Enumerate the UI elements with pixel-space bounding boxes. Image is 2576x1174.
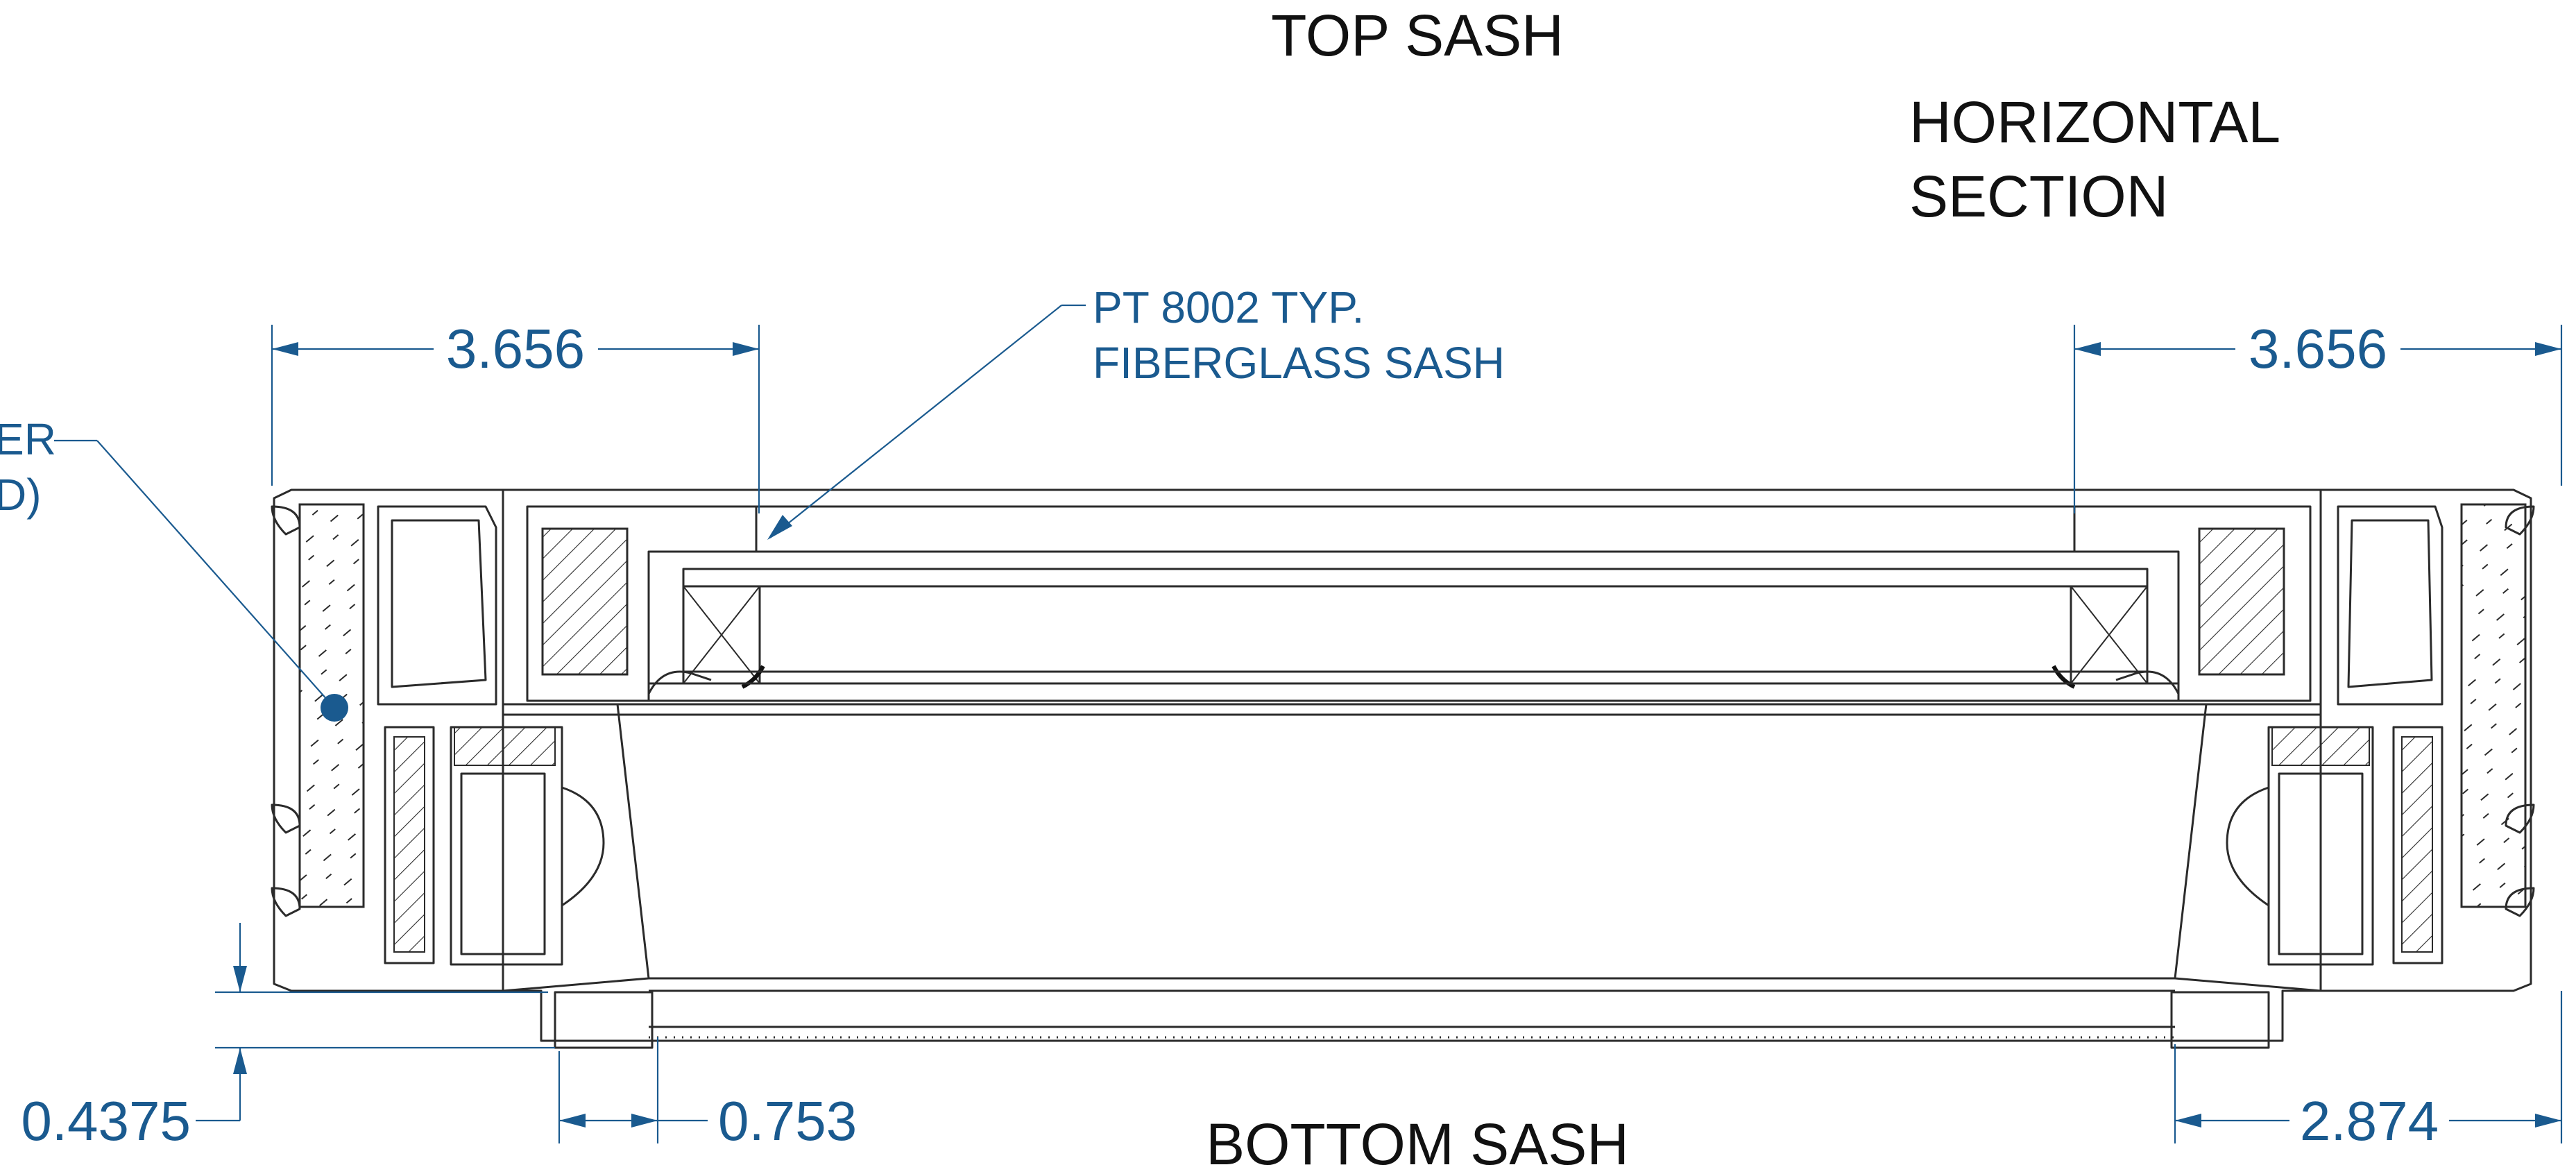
left-hatched-cap [454,726,556,766]
right-hatched-filler [2460,503,2527,908]
arrow-head [733,342,759,356]
bottom-sash-title: BOTTOM SASH [1206,1112,1629,1174]
arrow-head [2535,1114,2561,1128]
dim-bottom-right-width: 2.874 [2300,1090,2439,1152]
callout-left-line-2: D) [0,470,42,520]
arrow-head [631,1114,658,1128]
section-title-line-2: SECTION [1909,164,2168,229]
top-sash-title: TOP SASH [1271,3,1564,68]
left-hatched-block [541,527,629,676]
left-sash [526,505,765,702]
arrow-head [2074,342,2101,356]
dim-top-left: 3.656 [446,318,585,380]
arrow-head [559,1114,586,1128]
arrow-head [2175,1114,2201,1128]
right-sash [2052,505,2312,702]
section-title-line-1: HORIZONTAL [1909,90,2280,155]
dim-top-right: 3.656 [2249,318,2387,380]
callout-leader [769,305,1062,538]
callout-left-line-1: ER [0,414,56,464]
callout-leader [96,440,334,707]
right-hatched-post [2401,736,2433,953]
right-hatched-block [2198,527,2285,676]
callout-sash-line-1: PT 8002 TYP. [1093,282,1364,332]
arrow-head [767,515,792,540]
callout-sash-line-2: FIBERGLASS SASH [1093,338,1505,388]
bottom-sash-glazing [554,977,2270,1049]
right-hatched-cap [2271,726,2370,766]
left-hatched-post [393,736,425,953]
arrow-head [2535,342,2561,356]
arrow-head [233,1048,247,1074]
arrow-head [233,966,247,992]
dimension-annotations: 3.656 3.656 PT 8002 TYP. FIBERGLASS SASH… [0,282,2563,1152]
dim-bottom-left-width: 0.753 [718,1090,857,1152]
top-sash-glazing [503,488,2321,716]
left-frame [271,488,650,1042]
arrow-head [272,342,298,356]
dim-bottom-left-height: 0.4375 [21,1090,191,1152]
callout-dot [321,694,348,722]
